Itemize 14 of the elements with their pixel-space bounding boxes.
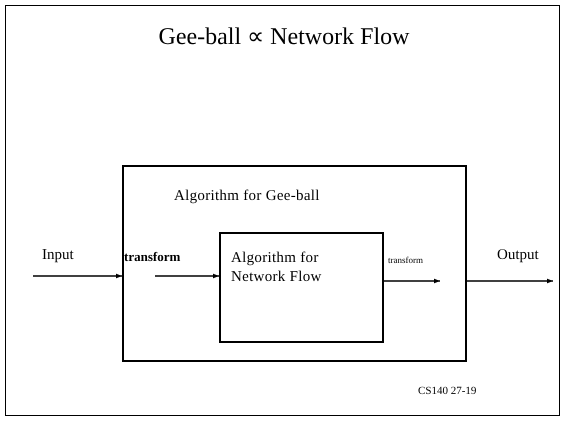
arrow: [155, 274, 219, 278]
edge-label: transform: [388, 256, 423, 266]
title: Gee-ball ∝ Network Flow: [158, 24, 410, 50]
edge-label: transform: [124, 250, 180, 264]
arrow: [384, 278, 440, 284]
box-label: Algorithm for Network Flow: [231, 249, 323, 286]
edge-label: Input: [42, 247, 74, 264]
box-label: Algorithm for Gee-ball: [174, 187, 321, 206]
arrow: [467, 278, 553, 284]
process-box: [219, 232, 384, 343]
edge-label: Output: [497, 247, 539, 264]
process-box: [122, 165, 467, 362]
slide-number: CS140 27-19: [418, 385, 476, 398]
arrow: [33, 274, 122, 278]
